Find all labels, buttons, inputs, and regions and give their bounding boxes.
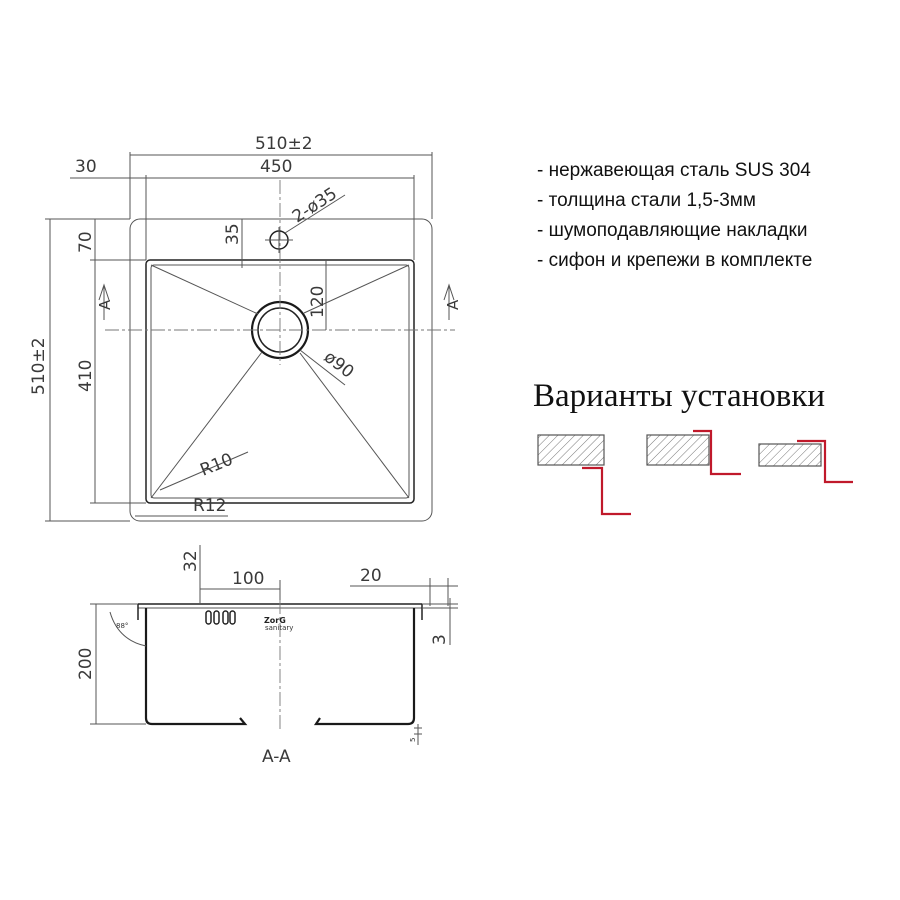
overflow-holes xyxy=(205,610,236,625)
dim-rim-thickness: 3 xyxy=(430,634,450,645)
install-variant-undermount xyxy=(537,434,631,516)
dim-overflow-offset: 32 xyxy=(181,550,201,572)
dim-drain-diameter: ø90 xyxy=(320,347,358,382)
installation-title: Варианты установки xyxy=(533,378,825,414)
bowl-inner-outline xyxy=(150,264,410,499)
feature-item: - нержавеющая сталь SUS 304 xyxy=(537,160,811,181)
install-variant-flush xyxy=(646,429,741,476)
dim-base-thickness: 5 xyxy=(409,738,417,742)
section-view: ZorG sanitary 32 100 20 3 200 88° 5 xyxy=(76,545,458,767)
install-variant-topmount xyxy=(758,439,853,484)
dim-bowl-width: 450 xyxy=(260,157,292,177)
sink-outer-outline xyxy=(129,218,433,522)
dim-bowl-depth: 410 xyxy=(76,360,96,392)
feature-list: - нержавеющая сталь SUS 304 - толщина ст… xyxy=(537,160,812,271)
dim-tap-offset: 35 xyxy=(223,223,243,245)
top-view: 510±2 450 30 510±2 70 410 35 2-ø35 120 ø… xyxy=(29,134,462,522)
bowl-fold-lines xyxy=(150,264,410,499)
section-left-wall xyxy=(144,608,248,726)
svg-text:ZorG: ZorG xyxy=(264,616,286,625)
dim-overall-width: 510±2 xyxy=(255,134,313,154)
dim-inner-radius: R10 xyxy=(197,450,236,481)
dim-side-offset: 30 xyxy=(75,157,97,177)
dim-outer-radius: R12 xyxy=(193,496,226,516)
dim-rim-width: 20 xyxy=(360,566,382,586)
section-mark-left: A xyxy=(96,299,114,310)
dim-drain-offset: 120 xyxy=(308,286,328,318)
section-label: A-A xyxy=(262,747,291,767)
dim-section-height: 200 xyxy=(76,648,96,680)
feature-item: - сифон и крепежи в комплекте xyxy=(537,250,812,271)
section-right-wall xyxy=(313,608,416,726)
svg-text:sanitary: sanitary xyxy=(265,624,293,632)
dim-overflow-spacing: 100 xyxy=(232,569,264,589)
dim-rim-front: 70 xyxy=(76,231,96,253)
feature-item: - толщина стали 1,5-3мм xyxy=(537,190,756,211)
brand-logo: ZorG sanitary xyxy=(264,616,293,632)
section-mark-right: A xyxy=(444,299,462,310)
feature-item: - шумоподавляющие накладки xyxy=(537,220,807,241)
dim-overall-depth: 510±2 xyxy=(29,337,49,395)
dim-tap-holes: 2-ø35 xyxy=(289,184,341,227)
dim-wall-angle: 88° xyxy=(116,622,128,630)
